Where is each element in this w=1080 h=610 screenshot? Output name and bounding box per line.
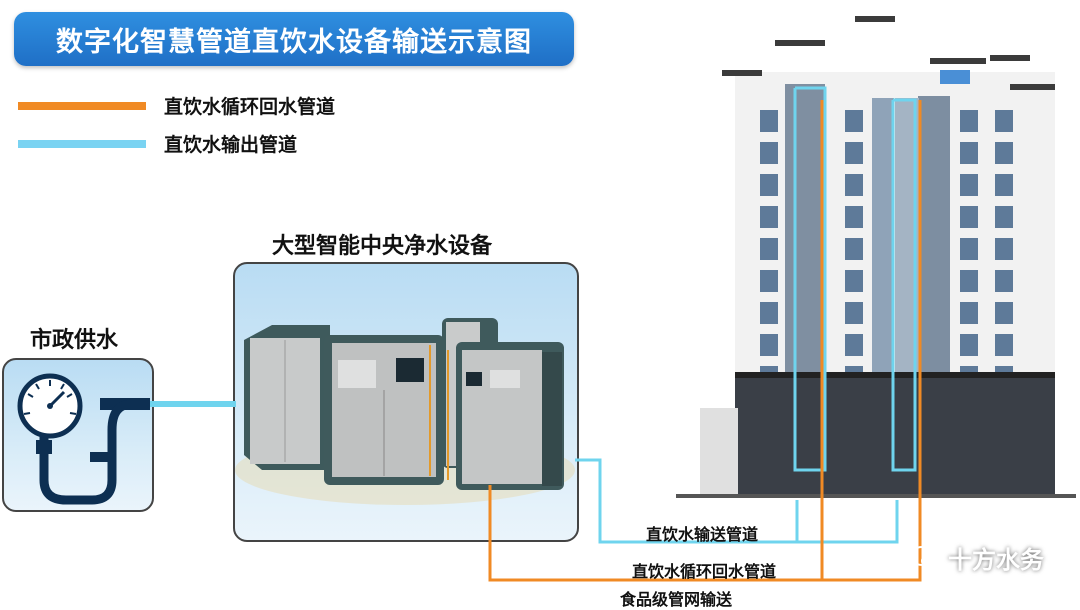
building-window: [960, 206, 978, 228]
building-window: [760, 238, 778, 260]
building-window: [845, 334, 863, 356]
building-window: [960, 302, 978, 324]
wechat-icon: [910, 545, 941, 569]
legend-swatch-return: [18, 101, 146, 110]
building-window: [760, 110, 778, 132]
legend-item-supply: 直饮水输出管道: [18, 130, 297, 157]
building-supply-riser-left: [793, 86, 827, 472]
building-supply-riser-right: [891, 98, 917, 472]
pipe-network-label: 食品级管网输送: [620, 590, 733, 609]
legend-label-return: 直饮水循环回水管道: [164, 96, 336, 118]
equipment-label: 大型智能中央净水设备: [272, 234, 493, 259]
building-window: [995, 302, 1013, 324]
building-window: [760, 142, 778, 164]
return-pipe-branch: [822, 500, 922, 582]
building-window: [995, 206, 1013, 228]
building-window: [845, 142, 863, 164]
residential-building: [676, 16, 1076, 498]
legend-label-supply: 直饮水输出管道: [164, 134, 298, 156]
supply-pipe-label: 直饮水输送管道: [646, 525, 759, 544]
building-window: [760, 174, 778, 196]
purification-equipment: [235, 318, 575, 505]
building-window: [760, 270, 778, 292]
building-window: [845, 174, 863, 196]
building-window: [960, 174, 978, 196]
building-window: [960, 334, 978, 356]
building-window: [760, 302, 778, 324]
building-window: [845, 270, 863, 292]
municipal-water-label: 市政供水: [30, 328, 119, 353]
building-window: [960, 110, 978, 132]
building-window: [845, 238, 863, 260]
legend-swatch-supply: [18, 139, 146, 148]
building-window: [960, 238, 978, 260]
building-window: [960, 142, 978, 164]
page-title: 数字化智慧管道直饮水设备输送示意图: [56, 26, 532, 58]
building-window: [995, 238, 1013, 260]
title-banner: 数字化智慧管道直饮水设备输送示意图: [14, 12, 574, 66]
building-window: [845, 110, 863, 132]
watermark: 十方水务: [910, 540, 1044, 575]
watermark-text: 十方水务: [948, 546, 1044, 574]
return-pipe-label: 直饮水循环回水管道: [632, 562, 777, 581]
building-window: [760, 334, 778, 356]
building-window: [995, 174, 1013, 196]
building-window: [995, 270, 1013, 292]
pressure-gauge-icon: [17, 373, 150, 505]
return-pipe-main: [488, 485, 824, 582]
building-window: [995, 334, 1013, 356]
supply-pipe-branch: [795, 500, 899, 544]
building-window: [960, 270, 978, 292]
building-window: [995, 110, 1013, 132]
building-window: [845, 206, 863, 228]
building-window: [760, 206, 778, 228]
legend-item-return: 直饮水循环回水管道: [18, 92, 335, 119]
building-window: [845, 302, 863, 324]
building-window: [995, 142, 1013, 164]
